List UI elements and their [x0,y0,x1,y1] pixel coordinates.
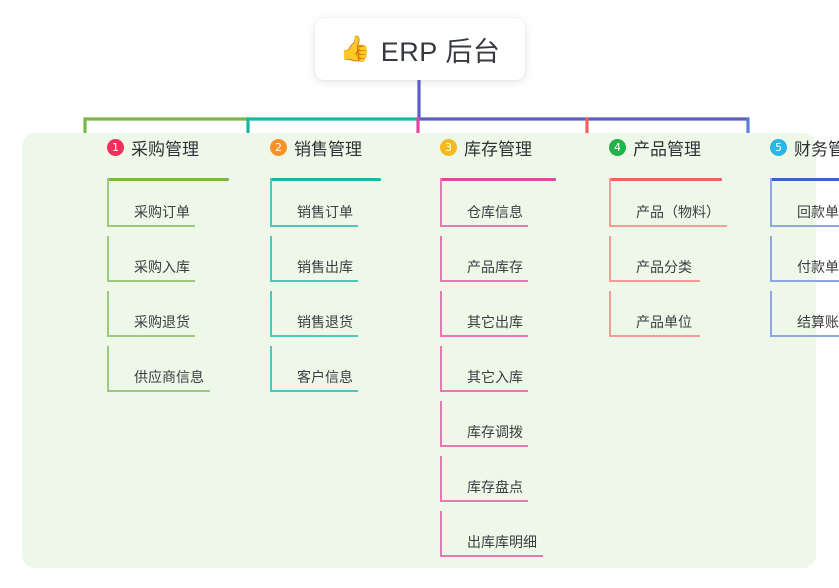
branch-badge-sales: 2 [270,138,287,156]
leaf-label: 仓库信息 [467,204,523,220]
leaf-rule [107,280,195,282]
branch-column-finance: 5 财务管理回款单付款单结算账户 [748,133,839,337]
leaf-rule [107,390,210,392]
branch-header-rule-inventory [440,178,556,181]
branch-title-inventory: 库存管理 [464,139,532,159]
root-node-title: ERP 后台 [380,36,501,67]
leaf-rule [440,445,528,447]
leaf-label: 回款单 [797,204,839,220]
branch-badge-purchase: 1 [107,138,124,156]
leaf-rule [770,225,839,227]
leaf-connector-vertical [609,178,611,227]
branch-header-rule-purchase [107,178,229,181]
leaf-label: 采购入库 [134,259,190,275]
leaf-rule [440,335,528,337]
leaf-rule [270,280,358,282]
leaf-connector-vertical [107,291,109,337]
branch-badge-product: 4 [609,138,626,156]
leaf-label: 供应商信息 [134,369,204,385]
leaf-label: 产品分类 [636,259,692,275]
leaf-rule [270,225,358,227]
leaf-label: 结算账户 [797,314,839,330]
branch-header-finance[interactable]: 5 财务管理 [748,133,839,161]
leaf-label: 销售订单 [297,204,353,220]
leaf-connector-vertical [107,178,109,227]
mindmap-panel: 1 采购管理采购订单采购入库采购退货供应商信息 2 销售管理销售订单销售出库销售退货客… [22,133,839,568]
leaf-rule [107,335,195,337]
branch-title-sales: 销售管理 [294,139,362,159]
branch-badge-finance: 5 [770,138,787,156]
leaf-label: 销售退货 [297,314,353,330]
leaf-rule [107,225,195,227]
leaf-label: 库存盘点 [467,479,523,495]
leaf-connector-vertical [270,178,272,227]
leaf-connector-vertical [270,291,272,337]
branch-column-sales: 2 销售管理销售订单销售出库销售退货客户信息 [248,133,381,392]
branch-connector-vertical [270,178,272,181]
root-node-content: 👍 ERP 后台 [340,30,501,69]
leaf-rule [440,500,528,502]
branch-header-sales[interactable]: 2 销售管理 [248,133,362,161]
leaf-rule [609,280,700,282]
leaf-rule [609,225,727,227]
leaf-label: 付款单 [797,259,839,275]
leaf-rule [440,555,543,557]
branch-column-purchase: 1 采购管理采购订单采购入库采购退货供应商信息 [85,133,229,392]
branch-header-inventory[interactable]: 3 库存管理 [418,133,532,161]
leaf-rule [770,280,839,282]
leaf-label: 出库库明细 [467,534,537,550]
leaf-label: 其它出库 [467,314,523,330]
leaf-label: 产品单位 [636,314,692,330]
leaf-connector-vertical [270,346,272,392]
leaf-rule [440,390,528,392]
leaf-label: 库存调拨 [467,424,523,440]
branch-connector-vertical [440,178,442,181]
branch-title-purchase: 采购管理 [131,139,199,159]
branch-column-inventory: 3 库存管理仓库信息产品库存其它出库其它入库库存调拨库存盘点出库库明细 [418,133,556,557]
leaf-label: 客户信息 [297,369,353,385]
branch-header-rule-finance [770,178,839,181]
leaf-connector-vertical [440,456,442,502]
leaf-label: 销售出库 [297,259,353,275]
branch-title-product: 产品管理 [633,139,701,159]
branch-header-purchase[interactable]: 1 采购管理 [85,133,199,161]
leaf-connector-vertical [609,291,611,337]
leaf-label: 产品（物料） [636,204,720,220]
leaf-connector-vertical [440,178,442,227]
leaf-rule [440,225,528,227]
leaf-connector-vertical [770,236,772,282]
branch-title-finance: 财务管理 [794,139,839,159]
leaf-connector-vertical [770,291,772,337]
leaf-label: 采购退货 [134,314,190,330]
branch-connector-vertical [609,178,611,181]
leaf-rule [609,335,700,337]
leaf-rule [770,335,839,337]
branch-header-rule-sales [270,178,381,181]
leaf-connector-vertical [270,236,272,282]
leaf-connector-vertical [440,401,442,447]
branch-connector-vertical [770,178,772,181]
leaf-connector-vertical [770,178,772,227]
leaf-connector-vertical [440,346,442,392]
branch-column-product: 4 产品管理产品（物料） 产品分类产品单位 [587,133,727,337]
branch-badge-inventory: 3 [440,138,457,156]
branch-header-product[interactable]: 4 产品管理 [587,133,701,161]
leaf-connector-vertical [107,346,109,392]
leaf-label: 其它入库 [467,369,523,385]
leaf-connector-vertical [440,236,442,282]
leaf-rule [440,280,528,282]
leaf-label: 产品库存 [467,259,523,275]
leaf-connector-vertical [440,291,442,337]
root-node-card[interactable]: 👍 ERP 后台 [315,18,525,80]
branch-header-rule-product [609,178,722,181]
leaf-rule [270,390,358,392]
branch-connector-vertical [107,178,109,181]
leaf-rule [270,335,358,337]
thumbs-up-icon: 👍 [339,34,371,63]
leaf-connector-vertical [440,511,442,557]
leaf-connector-vertical [609,236,611,282]
leaf-connector-vertical [107,236,109,282]
leaf-label: 采购订单 [134,204,190,220]
